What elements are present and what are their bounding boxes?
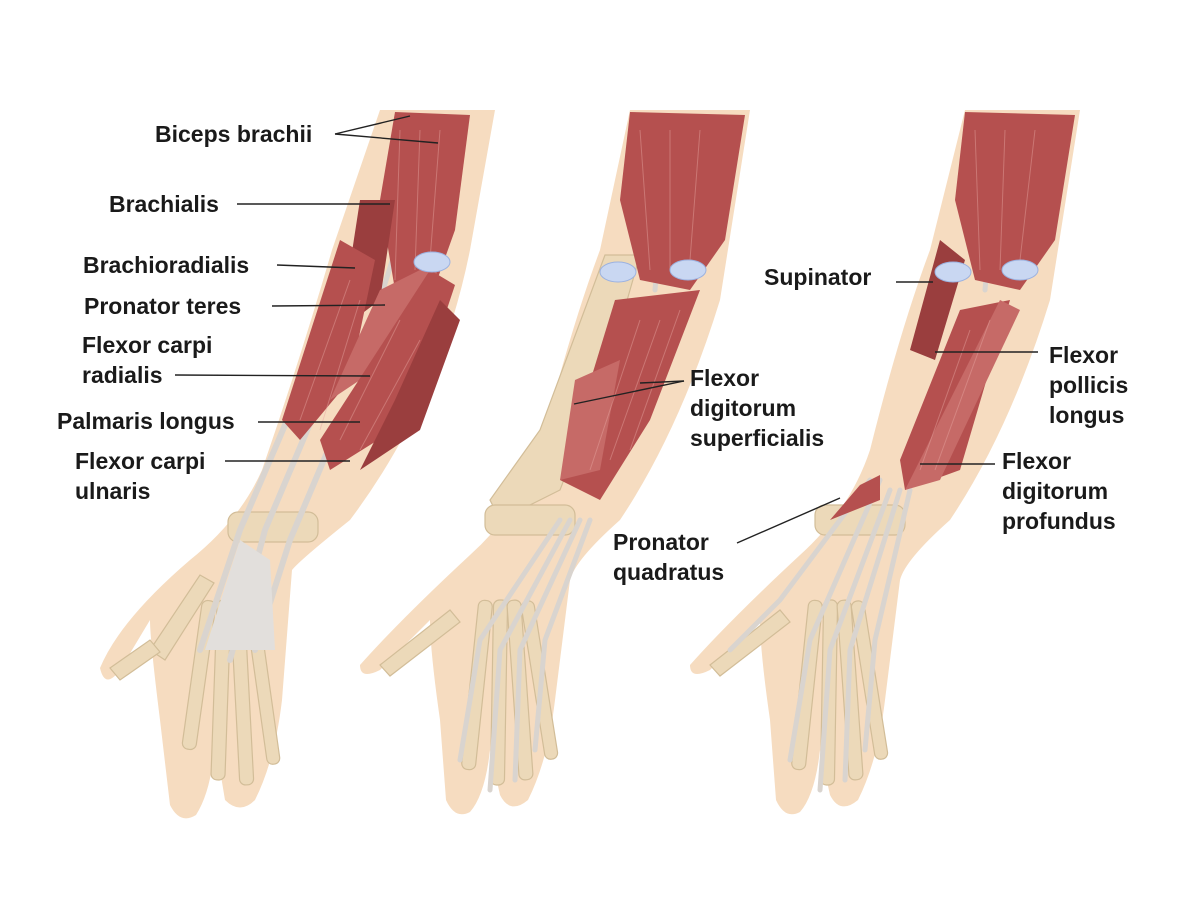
label-supinator: Supinator	[764, 264, 872, 290]
label-pronator-teres: Pronator teres	[84, 293, 242, 319]
arm-superficial-layer	[100, 110, 495, 819]
label-flexor-digitorum-profundus: Flexor digitorum profundus	[1002, 448, 1116, 534]
label-brachioradialis: Brachioradialis	[83, 252, 250, 278]
leader-flexor-digitorum-superficialis-1	[639, 380, 685, 384]
label-flexor-carpi-radialis: Flexor carpi radialis	[82, 332, 213, 388]
leader-flexor-digitorum-superficialis-2	[573, 380, 685, 405]
arm2-muscles	[560, 112, 745, 500]
leader-lines	[174, 115, 1038, 544]
leader-biceps-brachii-2	[334, 133, 439, 144]
leader-biceps-brachii-1	[334, 115, 411, 135]
arm1-muscles	[282, 112, 470, 470]
label-flexor-carpi-ulnaris: Flexor carpi ulnaris	[75, 448, 206, 504]
label-flexor-digitorum-superficialis: Flexor digitorum superficialis	[690, 365, 825, 451]
leader-flexor-carpi-radialis	[174, 374, 371, 377]
arm3-muscles	[830, 112, 1075, 520]
leader-pronator-quadratus	[736, 497, 841, 544]
label-flexor-pollicis-longus: Flexor pollicis longus	[1049, 342, 1129, 428]
arm-intermediate-layer	[360, 110, 750, 815]
leader-pronator-teres	[271, 304, 386, 307]
leader-brachioradialis	[276, 264, 356, 269]
label-palmaris-longus: Palmaris longus	[57, 408, 235, 434]
arm3-skin-silhouette	[690, 110, 1080, 815]
label-pronator-quadratus: Pronator quadratus	[613, 529, 725, 585]
label-brachialis: Brachialis	[109, 191, 219, 217]
arm-deep-layer	[690, 110, 1080, 815]
arm2-bones	[379, 254, 641, 786]
label-biceps-brachii: Biceps brachii	[155, 121, 313, 147]
